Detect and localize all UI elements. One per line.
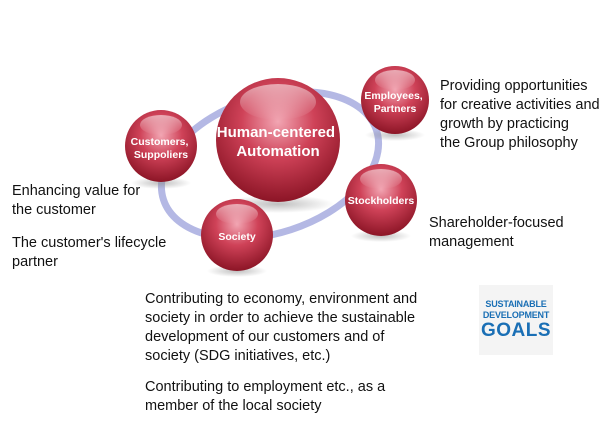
customers-lifecycle-line-2: partner	[12, 254, 58, 270]
sdg-logo-line-3: GOALS	[480, 320, 552, 341]
sdg-logo-line-1: SUSTAINABLE	[485, 299, 547, 309]
society-sdg-line-2: society in order to achieve the sustaina…	[145, 310, 416, 326]
society-local-line-2: member of the local society	[145, 398, 322, 414]
svg-text:Customers, Suppoliers: Customers, Suppoliers	[131, 136, 192, 161]
svg-text:Employees, Partners: Employees, Partners	[364, 90, 425, 115]
stockholders-sphere: Stockholders	[345, 164, 417, 242]
society-sdg-description: Contributing to economy, environment and…	[145, 290, 417, 366]
svg-text:Human-centered Automatio: Human-centered Automation	[217, 124, 340, 160]
sdg-logo-line-2: DEVELOPMENT	[482, 310, 550, 320]
customers-value-description: Enhancing value for the customer	[12, 182, 140, 220]
employees-description-line-4: the Group philosophy	[440, 135, 578, 151]
stockholders-description-line-1: Shareholder-focused	[429, 215, 564, 231]
customers-label-line-1: Customers,	[131, 136, 189, 148]
society-local-line-1: Contributing to employment etc., as a	[145, 379, 386, 395]
customers-lifecycle-line-1: The customer's lifecycle	[12, 235, 167, 251]
employees-label-line-2: Partners	[374, 103, 417, 115]
center-label-line-1: Human-centered	[217, 124, 335, 141]
employees-description-line-2: for creative activities and	[440, 97, 600, 113]
employees-label-line-1: Employees,	[364, 90, 422, 102]
center-label-line-2: Automation	[236, 143, 319, 160]
society-sdg-line-3: development of our customers and of	[145, 329, 385, 345]
employees-sphere: Employees, Partners	[361, 66, 429, 141]
employees-description-line-1: Providing opportunities	[440, 78, 588, 94]
customers-sphere: Customers, Suppoliers	[125, 110, 197, 189]
society-label: Society	[218, 231, 256, 243]
stockholders-label: Stockholders	[348, 195, 415, 207]
employees-description-line-3: growth by practicing	[440, 116, 569, 132]
employees-description: Providing opportunities for creative act…	[440, 77, 600, 153]
customers-label-line-2: Suppoliers	[134, 149, 188, 161]
sdg-logo: SUSTAINABLE DEVELOPMENT GOALS	[479, 285, 553, 355]
center-sphere: Human-centered Automation	[216, 78, 340, 213]
customers-value-line-1: Enhancing value for	[12, 183, 141, 199]
society-sdg-line-4: society (SDG initiatives, etc.)	[145, 348, 331, 364]
customers-lifecycle-description: The customer's lifecycle partner	[12, 234, 166, 272]
society-sphere: Society	[201, 199, 273, 277]
stockholders-description: Shareholder-focused management	[429, 214, 564, 252]
customers-value-line-2: the customer	[12, 202, 96, 218]
svg-text:Stockholders: Stockholders	[348, 195, 415, 207]
society-local-description: Contributing to employment etc., as a me…	[145, 378, 385, 416]
society-sdg-line-1: Contributing to economy, environment and	[145, 291, 418, 307]
stockholders-description-line-2: management	[429, 234, 514, 250]
svg-text:Society: Society	[218, 231, 256, 243]
